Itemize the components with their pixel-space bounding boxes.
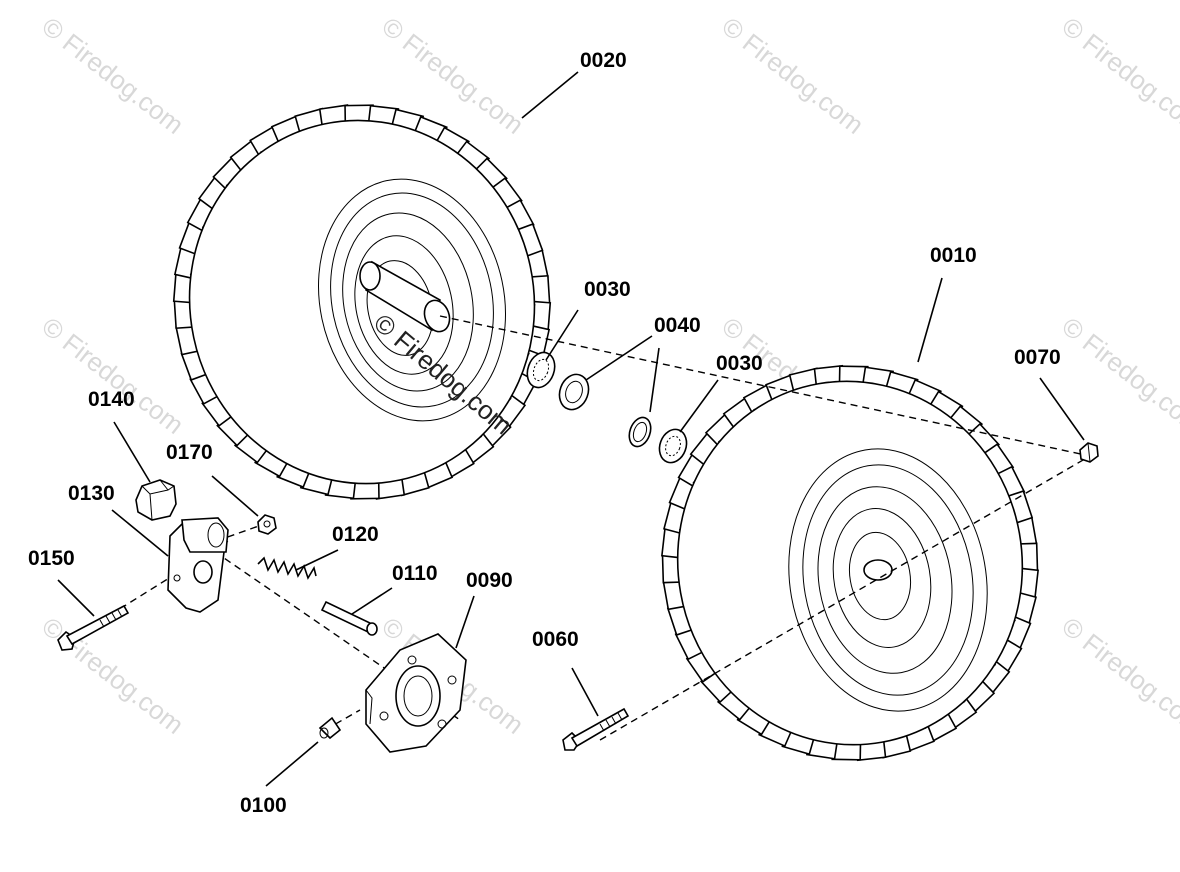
wheel-left-rim-outer (318, 178, 506, 422)
part-0170-nut (257, 514, 277, 535)
watermark-text: © Firedog.com (716, 11, 869, 140)
axis-line (599, 455, 1091, 741)
callout-0110: 0110 (392, 562, 438, 585)
leader-0030a (545, 309, 579, 361)
callout-0140: 0140 (88, 388, 135, 411)
part-0150-bolt (57, 604, 130, 651)
callout-labels: 0020 0010 0030 0040 0030 0070 0060 0090 … (28, 49, 1061, 817)
wheel-left-axle-end (423, 299, 451, 333)
leader-0100 (265, 741, 319, 787)
leader-0070 (1039, 377, 1085, 441)
leader-0130 (111, 509, 169, 557)
part-0070-nut (1079, 442, 1099, 463)
part-0040-spacer (558, 373, 590, 411)
callout-0150: 0150 (28, 547, 75, 570)
part-0130-bracket (167, 517, 229, 613)
callout-0090: 0090 (466, 569, 513, 592)
leader-0110 (351, 587, 393, 615)
axis-line (439, 315, 1091, 457)
part-0060-bolt (562, 707, 630, 751)
leader-0030b (679, 379, 719, 433)
callout-0070: 0070 (1014, 346, 1061, 369)
wheel-left-tire (188, 119, 536, 485)
callout-0120: 0120 (332, 523, 379, 546)
callout-0170: 0170 (166, 441, 213, 464)
part-0100-setscrew (318, 716, 342, 740)
leader-0020 (521, 71, 579, 119)
leader-0060 (571, 667, 599, 717)
wheel-right-rim-ring (832, 508, 932, 648)
leader-0140 (113, 421, 151, 483)
callout-0060: 0060 (532, 628, 579, 651)
wheel-left-rim-ring (354, 235, 454, 375)
part-0040-ring (628, 416, 652, 448)
wheel-right-rim-ring (817, 486, 953, 674)
leader-0090 (455, 595, 475, 649)
watermark-text: © Firedog.com (1056, 611, 1180, 740)
leader-lines (57, 71, 1085, 787)
watermark-text: © Firedog.com (36, 311, 189, 440)
watermark-text: © Firedog.com (1056, 311, 1180, 440)
part-0140-knob (135, 479, 177, 521)
leader-0170 (211, 475, 259, 517)
leader-0010 (917, 277, 943, 363)
part-0090-flange (365, 633, 467, 753)
watermark-text: © Firedog.com (36, 11, 189, 140)
callout-0030b: 0030 (716, 352, 763, 375)
leader-0120 (295, 549, 339, 571)
wheel-right-0010 (661, 364, 1039, 762)
callout-0100: 0100 (240, 794, 287, 817)
watermark-text: © Firedog.com (36, 611, 189, 740)
callout-0130: 0130 (68, 482, 115, 505)
wheel-left-axle-base (359, 261, 381, 291)
part-0120-spring (257, 556, 317, 580)
callout-0020: 0020 (580, 49, 627, 72)
leader-0040b (649, 347, 660, 413)
wheel-left-rim-ring (342, 212, 474, 392)
callout-0010: 0010 (930, 244, 977, 267)
wheel-left-rim-ring (330, 192, 494, 408)
wheel-right-hub (863, 559, 893, 581)
watermark-text: © Firedog.com (1056, 11, 1180, 140)
wheel-left-0020 (172, 104, 552, 500)
callout-0030a: 0030 (584, 278, 631, 301)
part-0030-washer-a (526, 351, 556, 389)
callout-0040: 0040 (654, 314, 701, 337)
leader-0040a (585, 335, 653, 381)
wheel-right-rim-outer (788, 448, 988, 712)
leader-0150 (57, 579, 95, 617)
wheel-right-rim-ring (802, 464, 974, 696)
part-0110-pin (320, 600, 378, 636)
wheel-right-rim-ring (848, 531, 912, 621)
part-0030-washer-b (658, 428, 688, 464)
